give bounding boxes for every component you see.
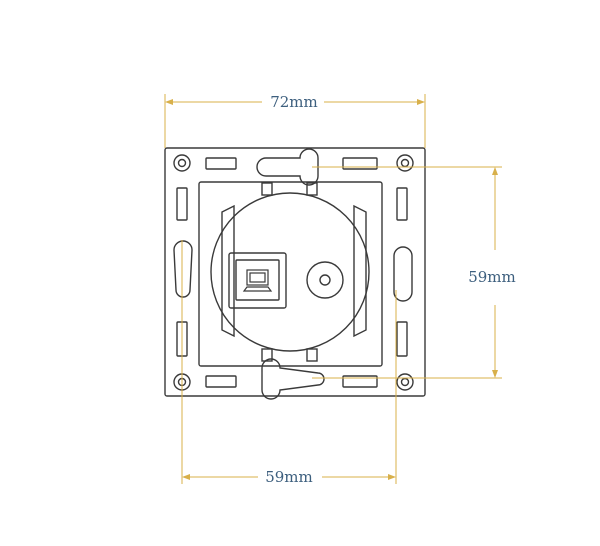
clip-notch-top-left [261,182,273,196]
socket-body [210,182,370,362]
coax-port-outer [306,261,344,299]
frame-inner [198,181,383,367]
body-tab-right [353,204,367,338]
right-keyhole [393,246,413,302]
right-slot-lower [396,321,408,357]
top-slot-left [205,157,237,170]
clip-notch-top-right [306,182,318,196]
network-computer-icon [242,269,273,292]
arrow-top-right [417,99,425,105]
arrow-top-left [165,99,173,105]
arrow-vertical-top [492,167,498,175]
tv-coax-icon [306,261,344,299]
top-keyhole [256,148,319,186]
arrow-bottom-left [182,474,190,480]
dimension-vertical-spacing [312,166,502,379]
frame-outer [164,147,426,397]
data-port-opening [235,259,280,301]
overall-width-label: 72mm [270,93,318,111]
top-slot-right [342,157,378,170]
body-tab-left [221,204,235,338]
arrow-vertical-bottom [492,370,498,378]
corner-hole-bottom-right [396,373,414,391]
left-keyhole [173,240,193,298]
coax-port-inner [319,274,331,286]
clip-notch-bottom-right [306,348,318,362]
clip-notch-bottom-left [261,348,273,362]
dimension-horizontal-spacing [181,240,397,484]
bottom-keyhole [261,358,325,400]
bottom-slot-right [342,375,378,388]
mounting-frame [164,147,426,400]
data-port-frame [228,252,287,309]
bottom-slot-left [205,375,237,388]
horizontal-spacing-label: 59mm [265,468,313,486]
dimension-overall-width [164,94,426,148]
vertical-spacing-label: 59mm [468,268,516,286]
corner-hole-top-right [396,154,414,172]
arrow-bottom-right [388,474,396,480]
right-slot-upper [396,187,408,221]
socket-round-body [210,192,370,352]
left-slot-upper [176,187,188,221]
corner-hole-top-left [173,154,191,172]
